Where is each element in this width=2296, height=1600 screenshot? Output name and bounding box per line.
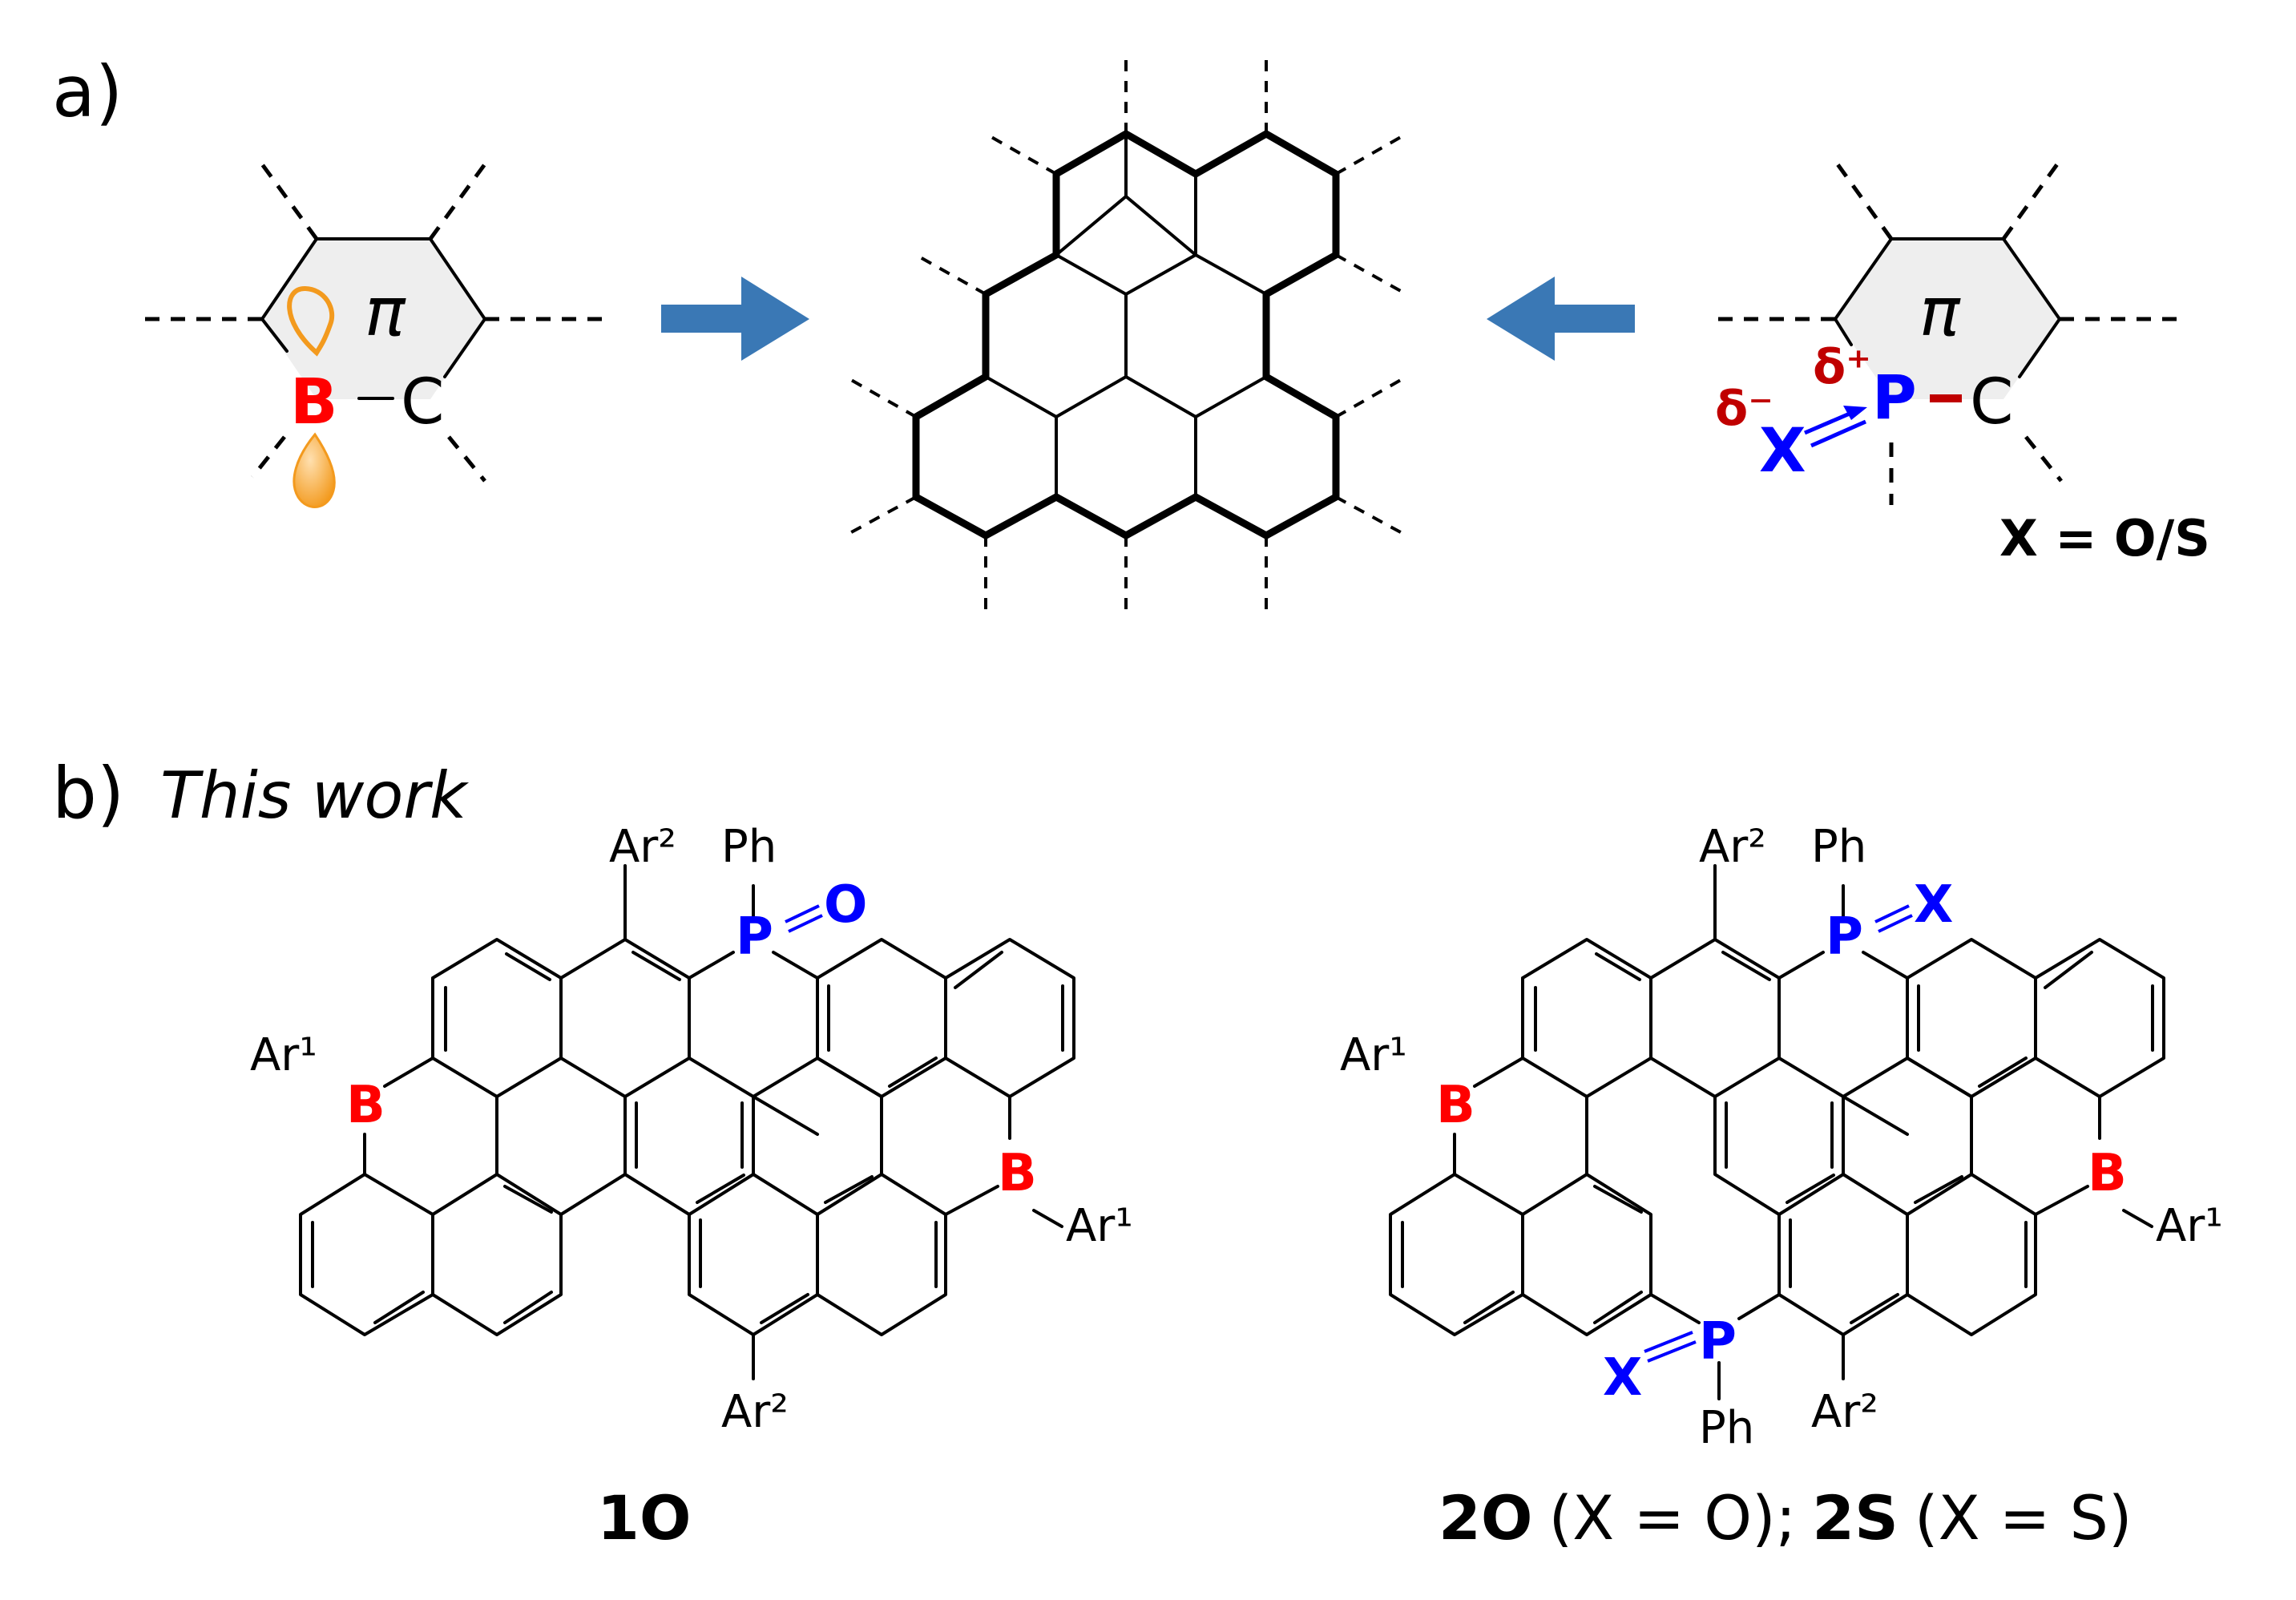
ar2-bottom-1: Ar² [721,1386,789,1438]
delta-plus-label: δ⁺ [1813,339,1871,395]
ph-top-2: Ph [1811,821,1866,873]
arrow-right [661,277,809,361]
caption-2: 2O(X = O);2S(X = S) [1439,1482,2133,1554]
x-bottom-2: X [1603,1348,1642,1408]
phosphorus-atom-a: P [1872,362,1917,433]
phosphorus-doped-unit: π δ⁺ δ⁻ P C X X = O/S [1715,157,2210,568]
boron-left-1: B [346,1076,385,1135]
panel-a-label: a) [52,51,123,133]
oxygen-1: O [824,875,867,935]
delta-minus-label: δ⁻ [1715,381,1773,437]
panel-b-label: b) [52,752,124,834]
ar1-left-2: Ar¹ [1340,1029,1407,1081]
x-definition: X = O/S [1999,509,2210,568]
ph-1: Ph [721,821,777,873]
x-top-2: X [1914,875,1953,935]
pi-label-right: π [1919,273,1961,351]
ar1-right-1: Ar¹ [1066,1200,1133,1252]
ar1-left-1: Ar¹ [250,1029,317,1081]
boron-left-2: B [1436,1076,1475,1135]
caption-2O-bold: 2O [1439,1482,1533,1554]
molecule-2: Ar² Ph P X Ar¹ B B Ar¹ X P Ph Ar² 2O(X =… [1340,821,2223,1554]
carbon-atom-a-right: C [1970,366,2013,438]
ar2-bottom-2: Ar² [1811,1386,1878,1438]
phosphorus-bottom-2: P [1699,1312,1737,1372]
arrow-left [1487,277,1635,361]
phosphorus-top-2: P [1826,907,1863,967]
pi-label-left: π [365,273,406,351]
molecule-1O: Ar² Ph P O Ar¹ B B Ar¹ Ar² 1O [250,821,1133,1554]
boron-atom-a: B [290,366,337,438]
caption-2S-bold: 2S [1812,1482,1899,1554]
carbon-atom-a-left: C [401,366,444,438]
caption-2S-text: (X = S) [1915,1482,2133,1554]
ar2-top-2: Ar² [1699,821,1766,873]
boron-right-2: B [2088,1144,2127,1203]
boron-right-1: B [998,1144,1037,1203]
caption-1O: 1O [597,1482,692,1554]
panel-b-heading: This work [160,758,469,833]
ph-bottom-2: Ph [1699,1402,1754,1454]
ar2-top-1: Ar² [609,821,676,873]
graphene-flake [845,52,1407,617]
boron-doped-unit: π B C [140,157,605,508]
ar1-right-2: Ar¹ [2156,1200,2223,1252]
phosphorus-1: P [736,907,773,967]
caption-2O-text: (X = O); [1549,1482,1797,1554]
x-atom-a: X [1759,414,1806,486]
